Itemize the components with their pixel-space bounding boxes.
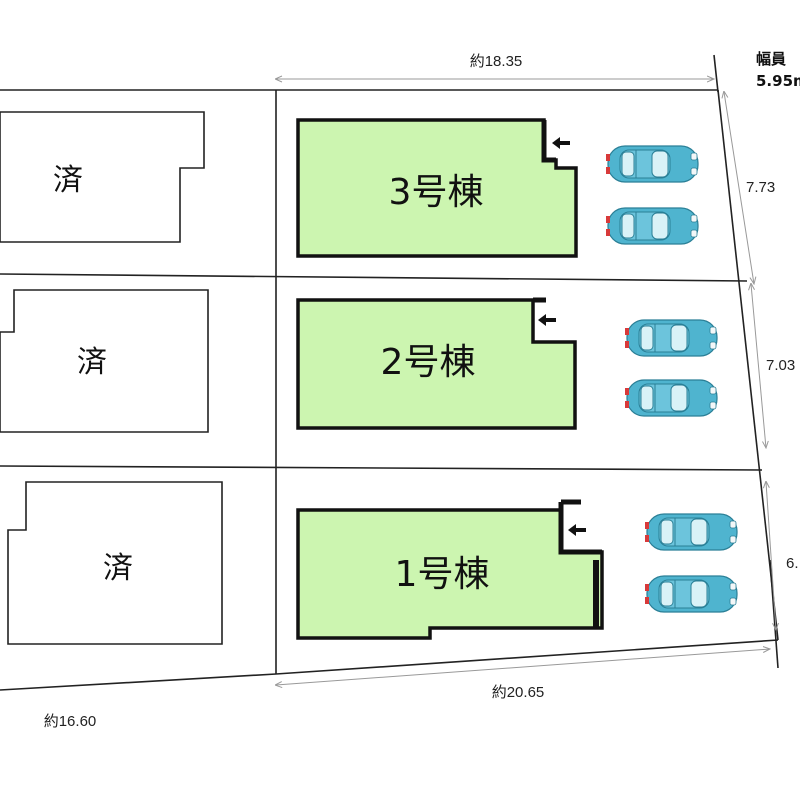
frontage-2-label: 7.03 — [766, 357, 795, 374]
dimension-lines — [276, 79, 776, 685]
building-label: 3号棟 — [389, 172, 484, 213]
sold-label: 済 — [103, 551, 133, 586]
top-width-label: 約18.35 — [470, 53, 523, 70]
arrow-left-icon — [552, 137, 570, 149]
sold-label: 済 — [77, 345, 107, 380]
car-icon — [605, 145, 699, 183]
parking — [605, 145, 738, 613]
building-label: 1号棟 — [395, 554, 490, 595]
arrow-left-icon — [538, 314, 556, 326]
road-width-label: 幅員 — [756, 50, 786, 68]
car-icon — [624, 379, 718, 417]
bottom-left-width-label: 約16.60 — [44, 713, 97, 730]
frontage-1-label: 6. — [786, 555, 799, 572]
road-width-value: 5.95m — [756, 72, 800, 90]
car-icon — [624, 319, 718, 357]
building-label: 2号棟 — [381, 342, 476, 383]
building-3: 3号棟 — [296, 118, 578, 258]
bottom-width-label: 約20.65 — [492, 684, 545, 701]
car-icon — [605, 207, 699, 245]
frontage-3-label: 7.73 — [746, 179, 775, 196]
arrow-left-icon — [568, 524, 586, 536]
sold-label: 済 — [53, 163, 83, 198]
sold-lot-2: 済 — [0, 289, 209, 433]
sold-lot-3: 済 — [7, 481, 223, 645]
building-2: 2号棟 — [296, 297, 577, 430]
car-icon — [644, 513, 738, 551]
building-1: 1号棟 — [296, 499, 604, 640]
car-icon — [644, 575, 738, 613]
sold-lot-1: 済 — [0, 111, 205, 243]
